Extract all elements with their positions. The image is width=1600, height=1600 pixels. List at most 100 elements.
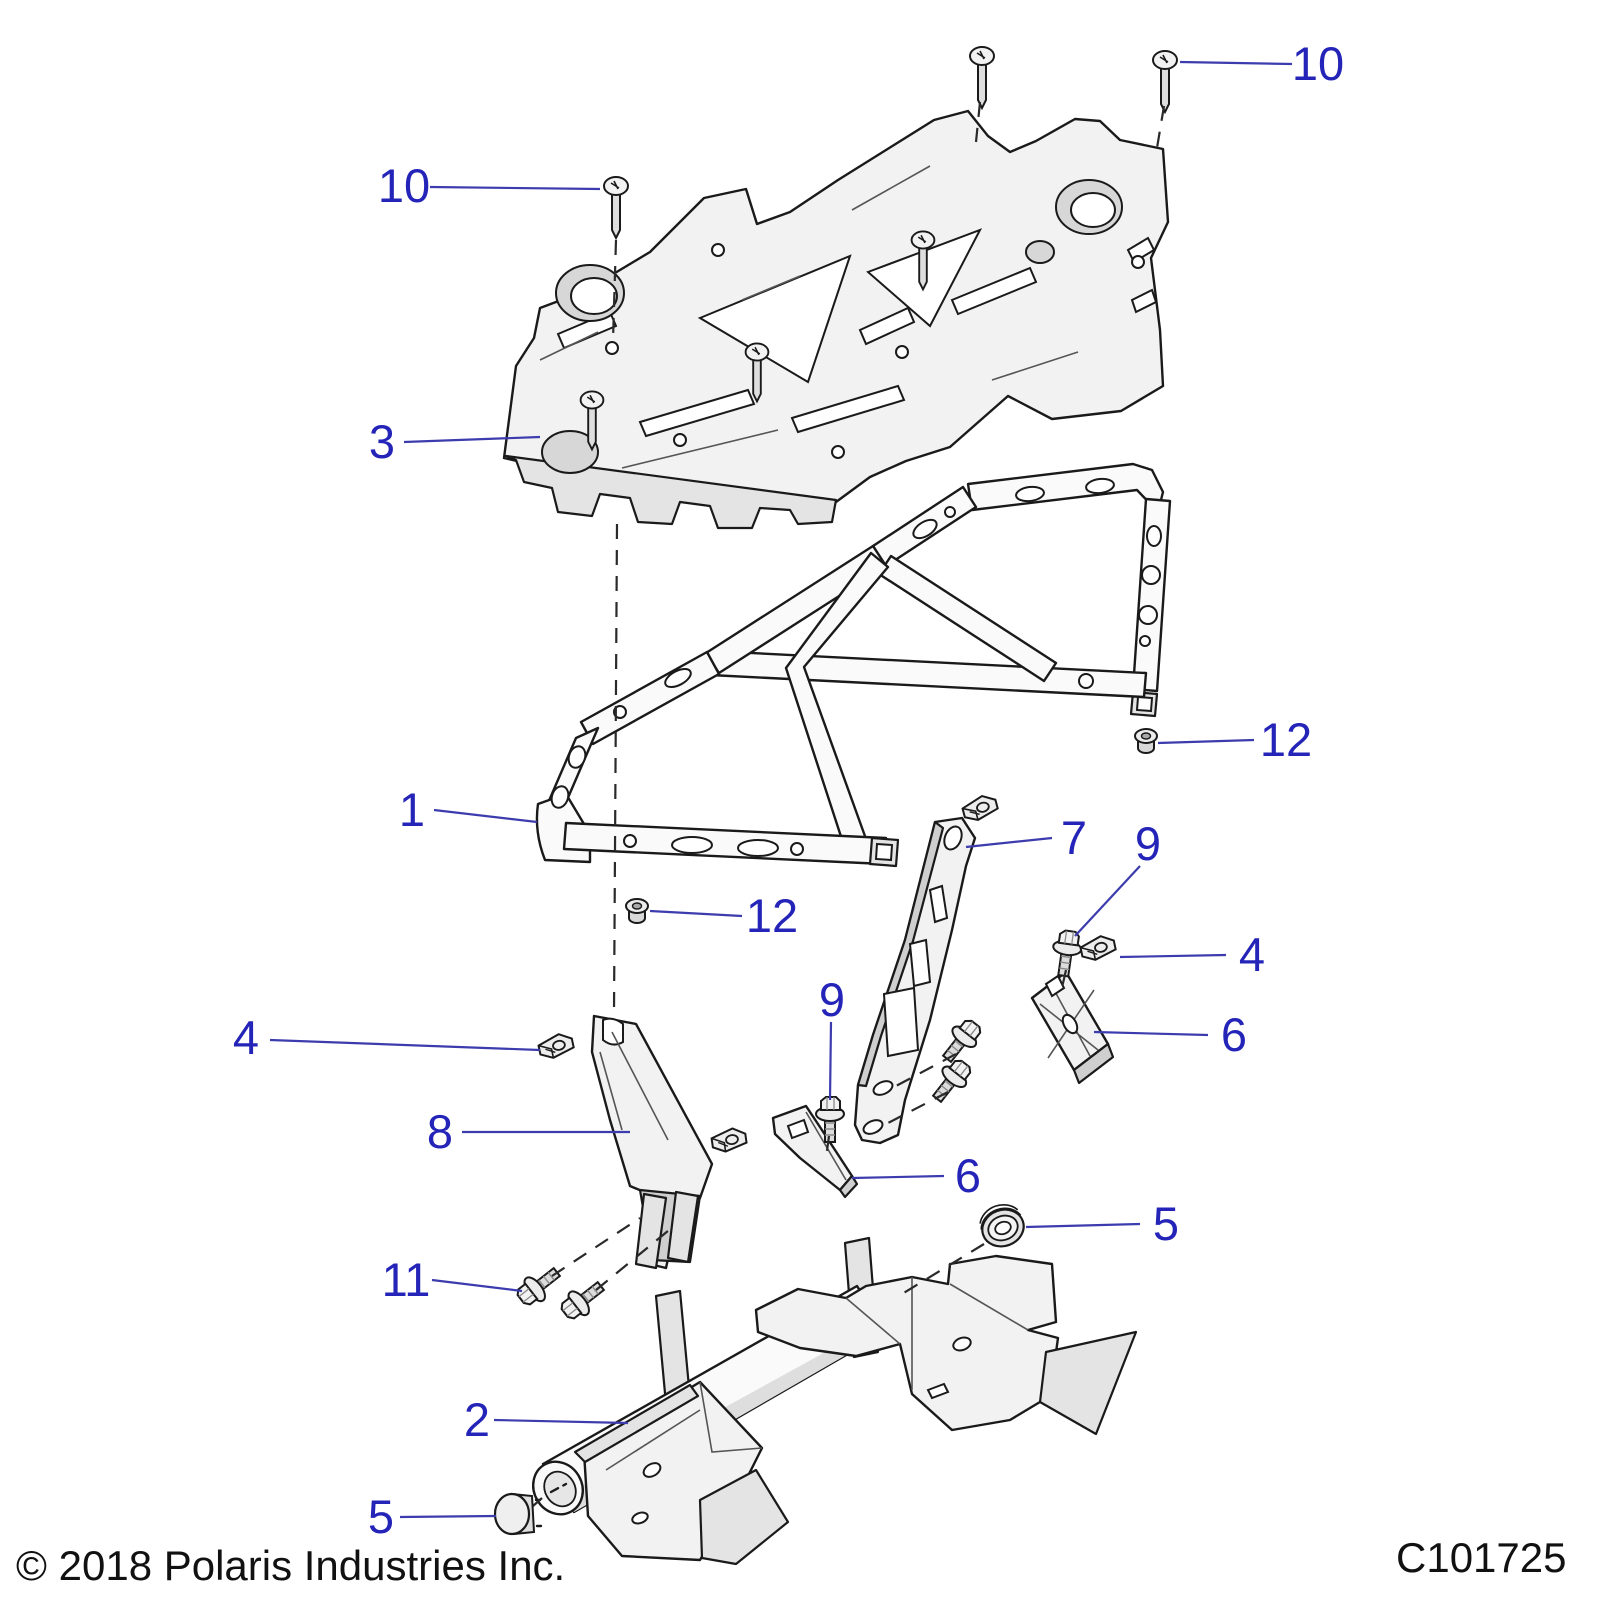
- frame-hole-p1: [912, 518, 938, 540]
- part-6-pad-right: [1030, 970, 1115, 1085]
- callout-label: 10: [378, 159, 430, 212]
- callout-4-left: 4: [233, 1011, 541, 1064]
- part2-bracket-hole: [952, 1336, 972, 1352]
- part2-tube-bore: [543, 1470, 577, 1508]
- part2-gusset-hole-1: [642, 1462, 662, 1478]
- callout-5-right: 5: [1025, 1197, 1179, 1250]
- part2-lower-wing: [698, 1468, 790, 1566]
- callout-label: 5: [368, 1490, 394, 1543]
- part-7-support-bracket-right: [853, 816, 977, 1145]
- part2-blade: [573, 1383, 700, 1464]
- callout-label: 12: [1260, 713, 1312, 766]
- rack-cutout-slot-1: [638, 388, 756, 438]
- callouts: 10 10 3 1 12 12 7 9: [233, 37, 1344, 1543]
- part-6-pad-middle: [771, 1104, 859, 1199]
- callout-6-middle: 6: [851, 1149, 981, 1202]
- part-8-support-bracket-left: [590, 1014, 714, 1270]
- rack-small-hole-6: [711, 243, 725, 257]
- part2-gusset-hole-2: [631, 1511, 649, 1525]
- frame-hole-r4: [1139, 635, 1151, 647]
- screw-10-left: [603, 176, 629, 239]
- callout-label: 6: [955, 1149, 981, 1202]
- callout-label: 10: [1292, 37, 1344, 90]
- callout-5-bottom: 5: [368, 1490, 497, 1543]
- callout-label: 4: [1239, 928, 1265, 981]
- part2-bracket-right-wing: [1038, 1330, 1138, 1436]
- part2-bracket-right: [754, 1254, 1060, 1432]
- bracket7-hook-slot: [943, 825, 963, 851]
- pad6r-side: [1072, 1042, 1115, 1085]
- bracket8-top-notch: [602, 1017, 624, 1046]
- frame-hole-b3: [737, 839, 779, 857]
- plug-5-bottom: [493, 1492, 543, 1536]
- clip-4-right: [1078, 932, 1118, 964]
- clip-4-middle: [709, 1125, 749, 1155]
- rack-counterbore: [1025, 240, 1055, 264]
- pad6r-notch: [1044, 974, 1066, 998]
- callout-label: 9: [1135, 817, 1161, 870]
- callout-4-right: 4: [1119, 928, 1265, 981]
- callout-label: 12: [746, 889, 798, 942]
- screw-10-middle: [969, 46, 995, 109]
- rack-small-hole-2: [895, 345, 909, 359]
- part-2-crossmember-assembly: [532, 1236, 1138, 1566]
- frame-hole-b4: [790, 842, 804, 856]
- callout-label: 5: [1153, 1197, 1179, 1250]
- frame-hole-l2: [613, 705, 627, 719]
- callout-2: 2: [464, 1393, 629, 1446]
- frame-hole-t2: [1085, 477, 1115, 495]
- bracket7-hole-2: [862, 1119, 884, 1135]
- pad6m-side: [838, 1174, 859, 1199]
- pad6r-hole: [1061, 1013, 1079, 1035]
- callout-label: 3: [369, 415, 395, 468]
- bracket7-hole-1: [872, 1080, 894, 1096]
- callout-1: 1: [399, 783, 538, 836]
- rack-cutout-slot-5: [858, 306, 916, 346]
- rack-cutout-slot-4: [950, 266, 1038, 316]
- screw-10-right: [1152, 50, 1178, 113]
- bracket8-prong-front: [634, 1192, 668, 1270]
- bushing-5-right: [979, 1204, 1025, 1248]
- callout-3: 3: [369, 415, 541, 468]
- frame-tube-end-bottom-opening: [874, 842, 894, 862]
- frame-hole-l4: [550, 785, 570, 809]
- frame-hole-r1: [1146, 525, 1162, 547]
- copyright-text: © 2018 Polaris Industries Inc.: [16, 1542, 565, 1589]
- frame-hole-b2: [671, 836, 713, 854]
- frame-tube-end-right-opening: [1135, 695, 1154, 713]
- frame-hole-m1: [1078, 673, 1094, 689]
- frame-hole-l1: [664, 667, 692, 689]
- bracket7-slot-1: [928, 884, 949, 924]
- clip-4-left: [536, 1030, 576, 1062]
- callout-label: 8: [427, 1105, 453, 1158]
- rack-silhouette: [502, 109, 1170, 510]
- callout-label: 11: [382, 1253, 431, 1306]
- pad6m-slot: [786, 1118, 810, 1140]
- rack-small-hole-1: [831, 445, 845, 459]
- rack-cutout-slot-2: [790, 384, 906, 434]
- callout-10-top-right: 10: [1179, 37, 1344, 90]
- rack-small-hole-3: [673, 433, 687, 447]
- frame-rail-middle: [708, 649, 1148, 699]
- part2-tube-bore-mark: [549, 1482, 568, 1494]
- callout-9-right: 9: [1074, 817, 1161, 937]
- bracket7-slot-3: [882, 986, 920, 1058]
- rack-cutout-slot-7: [1130, 288, 1158, 314]
- callout-label: 4: [233, 1011, 259, 1064]
- callout-label: 6: [1221, 1008, 1247, 1061]
- assembly-dashed-lines: [532, 101, 1166, 1507]
- frame-rail-top: [966, 462, 1165, 514]
- grommet-12-middle: [625, 898, 649, 924]
- callout-label: 1: [399, 783, 425, 836]
- bracket8-prong-rear: [666, 1190, 700, 1264]
- callout-7: 7: [965, 811, 1087, 864]
- bolt-11-a: [511, 1260, 567, 1312]
- rack-small-hole-4: [605, 341, 619, 355]
- callout-label: 9: [819, 973, 845, 1026]
- frame-rail-left-upper: [579, 650, 721, 746]
- frame-hole-r2: [1141, 565, 1161, 585]
- callout-label: 2: [464, 1393, 490, 1446]
- grommet-12-right: [1134, 728, 1158, 754]
